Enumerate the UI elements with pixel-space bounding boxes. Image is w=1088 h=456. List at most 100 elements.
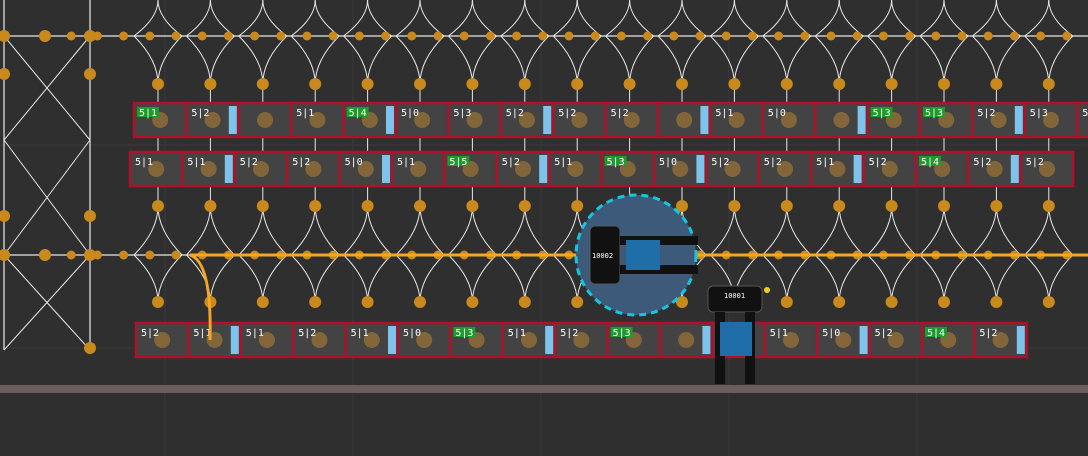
row2-slot[interactable]: 5|4 (914, 150, 970, 188)
row1-slot[interactable]: 5|3 (1023, 101, 1079, 139)
aisle-node (256, 78, 269, 90)
row1-slot[interactable] (237, 101, 293, 139)
spoke (891, 205, 916, 256)
row1-slot[interactable]: 5|1 (289, 101, 345, 139)
row1-slot[interactable]: 5|2 (499, 101, 555, 139)
spoke (524, 254, 550, 303)
lane-node (800, 31, 810, 41)
row2-slot[interactable]: 5|0 (652, 150, 708, 188)
row2-slot[interactable]: 5|2 (705, 150, 761, 188)
robot-10002[interactable]: 10002 (574, 193, 698, 317)
slot-pod-icon (515, 161, 531, 177)
junction-node (84, 342, 96, 354)
slot-label: 5|1 (351, 328, 369, 339)
row2-slot[interactable]: 5|1 (547, 150, 603, 188)
load-badge (925, 327, 947, 337)
row1-slot[interactable]: 5|0 (394, 101, 450, 139)
row3-slot[interactable]: 5|2 (553, 321, 609, 359)
row1-slot[interactable]: 5|2 (971, 101, 1027, 139)
robot-payload (626, 240, 660, 270)
row1-slot[interactable]: 5|3 (866, 101, 922, 139)
spoke (209, 35, 235, 85)
row3-slot[interactable]: 5|1 (187, 321, 243, 359)
row2-slot[interactable]: 5|2 (285, 150, 341, 188)
row1-slot[interactable]: 5|4 (342, 101, 398, 139)
row3-slot[interactable]: 5|1 (763, 321, 819, 359)
spoke (576, 35, 602, 85)
spoke (710, 35, 735, 85)
row3-slot[interactable]: 5|1 (501, 321, 557, 359)
slot-label: 5|1 (296, 108, 314, 119)
row1-slot[interactable]: 5|1 (1075, 101, 1088, 139)
row2-slot[interactable]: 5|2 (233, 150, 289, 188)
charging-marker (388, 326, 396, 354)
slot-pod-icon (466, 112, 483, 128)
row2-slot[interactable]: 5|2 (862, 150, 918, 188)
slot-label: 5|1 (1082, 108, 1088, 119)
spoke (733, 0, 759, 37)
row3-slot[interactable]: 5|3 (449, 321, 505, 359)
aisle-node (833, 296, 846, 308)
row1-slot[interactable] (813, 101, 869, 139)
row1-slot[interactable] (656, 101, 712, 139)
slot-label: 5|1 (770, 328, 788, 339)
row3-slot[interactable]: 5|0 (396, 321, 452, 359)
row2-slot[interactable]: 5|2 (495, 150, 551, 188)
slot-pod-icon (521, 332, 537, 348)
row2-slot[interactable]: 5|5 (443, 150, 499, 188)
row3-slot[interactable]: 5|2 (868, 321, 924, 359)
spoke (419, 0, 445, 37)
slot-pod-icon (309, 112, 326, 128)
row1-slot[interactable]: 5|2 (551, 101, 607, 139)
row2-slot[interactable]: 5|0 (338, 150, 394, 188)
junction-node (0, 30, 10, 42)
row3-slot[interactable] (658, 321, 714, 359)
row2-slot[interactable]: 5|2 (967, 150, 1023, 188)
lane-node (983, 31, 993, 41)
slot-label: 5|3 (455, 328, 473, 339)
slot-pod-icon (833, 112, 850, 128)
row2-slot[interactable]: 5|1 (809, 150, 865, 188)
spoke (290, 254, 316, 303)
row3-slot[interactable]: 5|1 (344, 321, 400, 359)
row3-slot[interactable]: 5|0 (815, 321, 871, 359)
slot-pod-icon (204, 112, 221, 128)
aisle-node (833, 200, 846, 212)
row2-slot[interactable]: 5|2 (757, 150, 813, 188)
row3-slot[interactable]: 5|4 (920, 321, 976, 359)
row1-slot[interactable]: 5|1 (709, 101, 765, 139)
row3-slot[interactable]: 5|2 (973, 321, 1029, 359)
row1-slot[interactable]: 5|2 (604, 101, 660, 139)
aisle-node (361, 78, 374, 90)
slot-pod-icon (678, 332, 695, 348)
spoke (1024, 205, 1050, 256)
charging-marker (228, 106, 237, 134)
aisle-node (1042, 296, 1055, 308)
spoke (762, 205, 788, 256)
load-badge (870, 107, 893, 117)
row2-slot[interactable]: 5|1 (390, 150, 446, 188)
row1-slot[interactable]: 5|0 (761, 101, 817, 139)
slot-pod-icon (887, 332, 904, 348)
spoke (838, 35, 864, 85)
row2-slot[interactable]: 5|3 (600, 150, 656, 188)
row1-slot[interactable]: 5|2 (185, 101, 241, 139)
row3-slot[interactable]: 5|3 (606, 321, 662, 359)
row3-slot[interactable]: 5|2 (134, 321, 190, 359)
row1-slot[interactable]: 5|3 (918, 101, 974, 139)
row3-slot[interactable]: 5|2 (291, 321, 347, 359)
robot-10001[interactable]: 10001 (707, 285, 770, 384)
spoke (995, 205, 1021, 256)
row2-slot[interactable]: 5|2 (1019, 150, 1075, 188)
row1-slot[interactable]: 5|3 (447, 101, 503, 139)
load-badge (447, 156, 470, 166)
spoke (995, 0, 1021, 37)
row2-slot[interactable]: 5|1 (128, 150, 184, 188)
slot-pod-icon (253, 161, 269, 177)
junction-node (84, 68, 96, 80)
row1-slot[interactable]: 5|1 (132, 101, 188, 139)
row2-slot[interactable]: 5|1 (181, 150, 237, 188)
row3-slot[interactable]: 5|1 (239, 321, 295, 359)
